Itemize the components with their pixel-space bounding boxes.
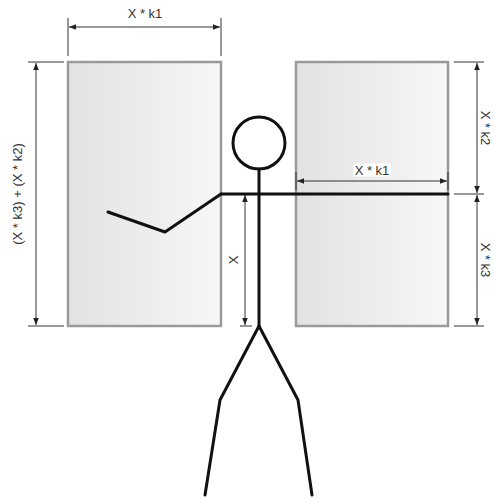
height-dimension: (X * k3) + (X * k2) — [11, 142, 24, 246]
shoulder-height-dimension: X — [227, 255, 240, 266]
reach-dimension: X * k1 — [354, 164, 391, 177]
upper-dimension: X * k2 — [479, 110, 492, 147]
left-panel — [68, 62, 221, 326]
lower-dimension: X * k3 — [479, 242, 492, 279]
width-dimension: X * k1 — [127, 7, 164, 20]
stick-figure — [108, 117, 448, 495]
dimension-lines — [28, 18, 484, 326]
